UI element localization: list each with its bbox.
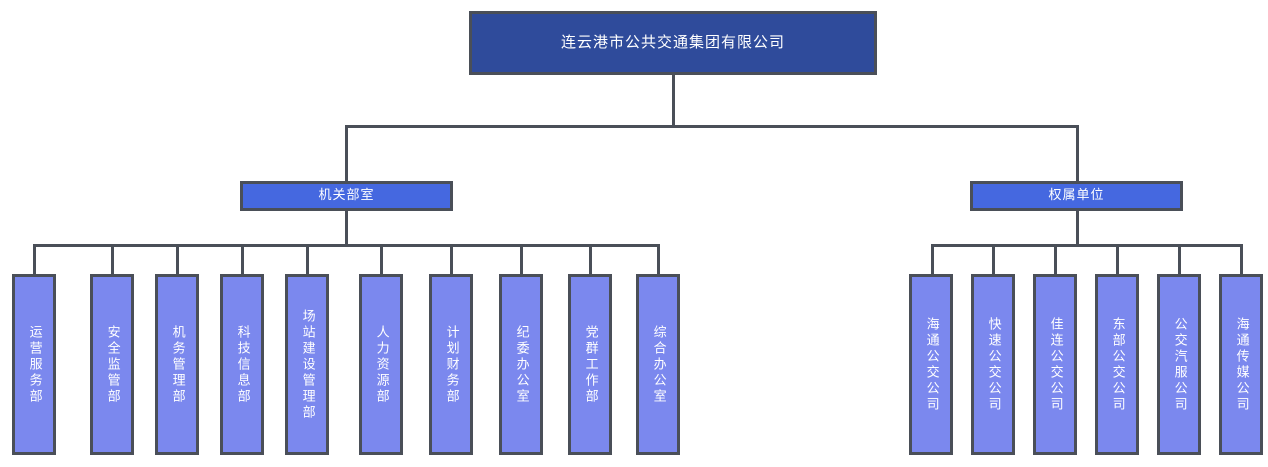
node-subsidiary-rapid-bus[interactable]: 快速公交公司 [971,274,1015,455]
connector-drop-dept-5 [306,244,309,274]
node-branch-right-label: 权属单位 [1048,188,1105,204]
connector-left-branch-stem [345,211,348,246]
connector-drop-dept-6 [380,244,383,274]
node-dept-operations-service[interactable]: 运营服务部 [12,274,56,455]
node-dept-maintenance-management[interactable]: 机务管理部 [155,274,199,455]
node-dept-general-office[interactable]: 综合办公室 [636,274,680,455]
node-subsidiary-label: 佳连公交公司 [1047,316,1063,413]
node-dept-label: 场站建设管理部 [299,308,315,421]
connector-drop-sub-4 [1116,244,1119,274]
node-dept-party-mass-work[interactable]: 党群工作部 [568,274,612,455]
connector-drop-sub-3 [1054,244,1057,274]
node-subsidiary-label: 公交汽服公司 [1171,316,1187,413]
connector-drop-branch-right [1076,125,1079,181]
node-branch-left-label: 机关部室 [318,188,375,204]
node-subsidiary-label: 海通公交公司 [923,316,939,413]
node-subsidiary-label: 海通传媒公司 [1233,316,1249,413]
node-dept-label: 党群工作部 [582,324,598,405]
node-dept-planning-finance[interactable]: 计划财务部 [429,274,473,455]
connector-drop-dept-7 [450,244,453,274]
connector-drop-dept-3 [176,244,179,274]
node-subsidiary-bus-auto-service[interactable]: 公交汽服公司 [1157,274,1201,455]
node-dept-label: 安全监管部 [104,324,120,405]
node-subsidiary-haitong-media[interactable]: 海通传媒公司 [1219,274,1263,455]
node-dept-label: 计划财务部 [443,324,459,405]
node-subsidiary-label: 快速公交公司 [985,316,1001,413]
node-dept-label: 纪委办公室 [513,324,529,405]
node-dept-discipline-inspection-office[interactable]: 纪委办公室 [499,274,543,455]
node-dept-station-construction-management[interactable]: 场站建设管理部 [285,274,329,455]
connector-drop-dept-1 [33,244,36,274]
connector-drop-dept-9 [589,244,592,274]
node-dept-label: 人力资源部 [373,324,389,405]
connector-drop-sub-1 [931,244,934,274]
connector-drop-sub-2 [992,244,995,274]
connector-level1-bus [345,125,1077,128]
node-root-label: 连云港市公共交通集团有限公司 [560,33,785,52]
connector-right-branch-stem [1076,211,1079,246]
connector-drop-dept-2 [111,244,114,274]
node-root-company[interactable]: 连云港市公共交通集团有限公司 [469,11,877,75]
connector-drop-dept-8 [520,244,523,274]
connector-drop-dept-4 [241,244,244,274]
connector-drop-sub-6 [1240,244,1243,274]
node-dept-technology-information[interactable]: 科技信息部 [220,274,264,455]
node-dept-label: 科技信息部 [234,324,250,405]
connector-drop-sub-5 [1178,244,1181,274]
connector-left-leaf-bus [33,244,658,247]
node-subsidiary-haitong-bus[interactable]: 海通公交公司 [909,274,953,455]
node-branch-subsidiaries[interactable]: 权属单位 [970,181,1183,211]
node-dept-label: 机务管理部 [169,324,185,405]
node-dept-label: 综合办公室 [650,324,666,405]
connector-drop-dept-10 [657,244,660,274]
connector-drop-branch-left [345,125,348,181]
node-subsidiary-jialian-bus[interactable]: 佳连公交公司 [1033,274,1077,455]
node-branch-departments[interactable]: 机关部室 [240,181,453,211]
node-subsidiary-eastern-bus[interactable]: 东部公交公司 [1095,274,1139,455]
node-dept-human-resources[interactable]: 人力资源部 [359,274,403,455]
node-dept-label: 运营服务部 [26,324,42,405]
connector-right-leaf-bus [931,244,1241,247]
node-subsidiary-label: 东部公交公司 [1109,316,1125,413]
connector-root-stem [672,75,675,125]
node-dept-safety-supervision[interactable]: 安全监管部 [90,274,134,455]
